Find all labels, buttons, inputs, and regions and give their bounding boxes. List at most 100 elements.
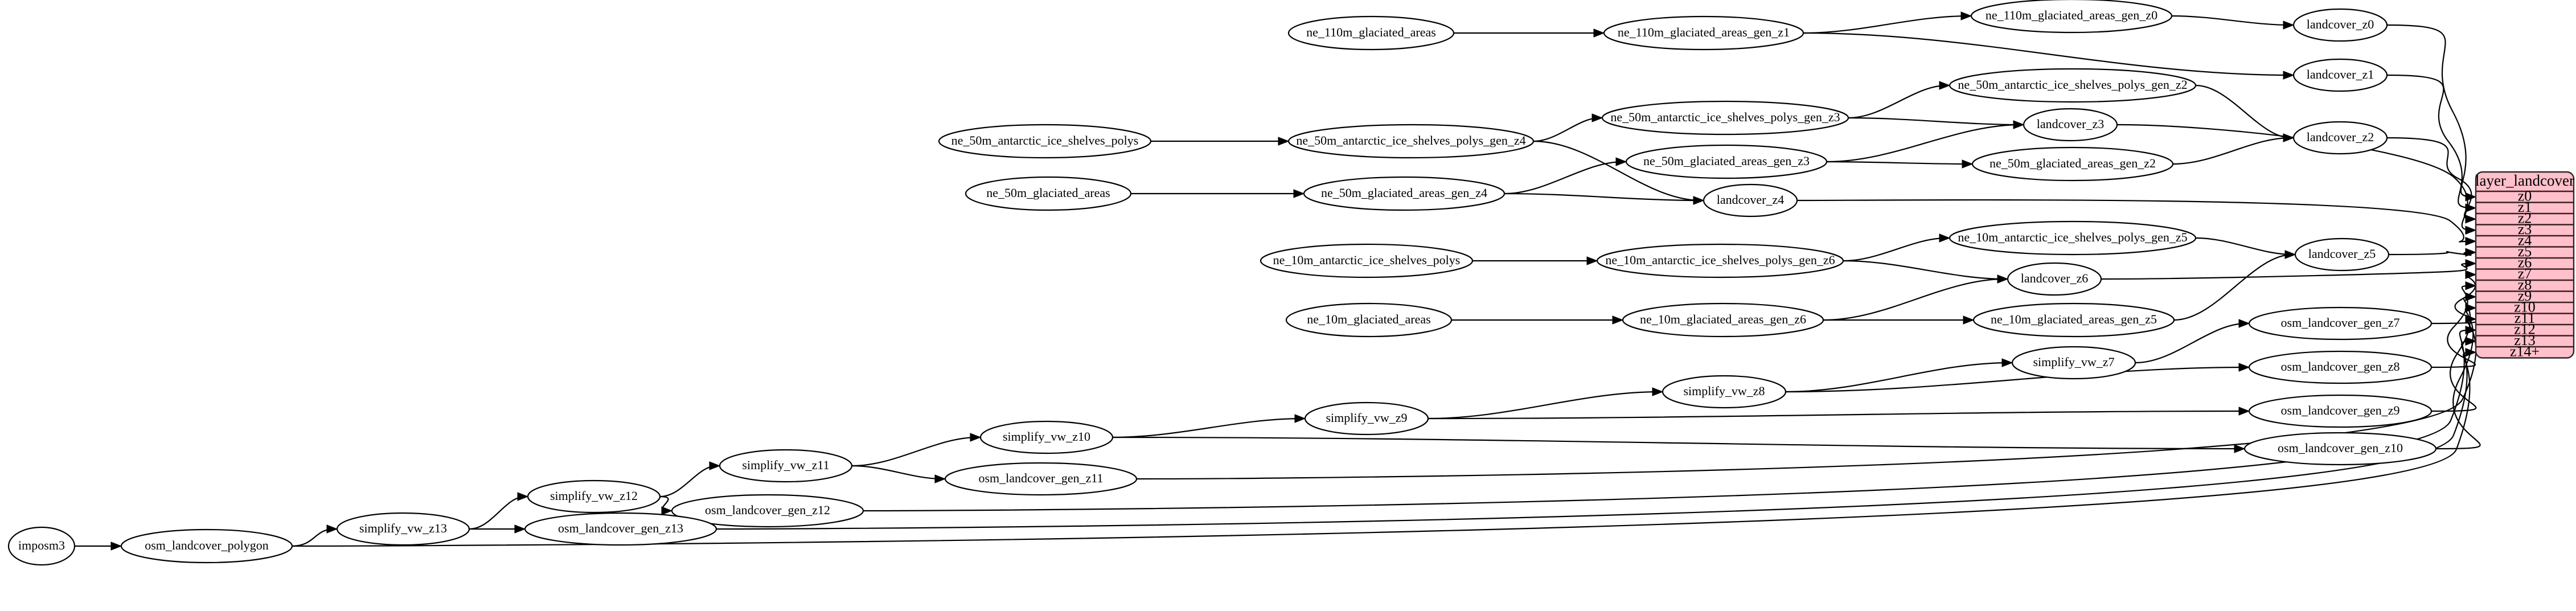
edge-arrowhead: [709, 461, 721, 470]
node-osm_landcover_gen_z12[interactable]: osm_landcover_gen_z12: [671, 494, 864, 528]
zoom-table-row-z13[interactable]: z13: [2514, 332, 2536, 348]
zoom-table-row-z11[interactable]: z11: [2515, 310, 2536, 326]
edge-line: [1803, 32, 2291, 76]
node-ne_10m_antarctic_ice_shelves_polys[interactable]: ne_10m_antarctic_ice_shelves_polys: [1260, 243, 1474, 278]
edge-line: [2195, 84, 2291, 139]
node-ne_50m_antarctic_ice_shelves_polys_gen_z4[interactable]: ne_50m_antarctic_ice_shelves_polys_gen_z…: [1287, 124, 1535, 159]
node-ne_10m_antarctic_ice_shelves_polys_gen_z6[interactable]: ne_10m_antarctic_ice_shelves_polys_gen_z…: [1596, 243, 1844, 278]
node-shape: [938, 124, 1152, 159]
node-label: ne_50m_glaciated_areas_gen_z2: [1990, 156, 2156, 170]
node-ne_50m_glaciated_areas_gen_z4[interactable]: ne_50m_glaciated_areas_gen_z4: [1303, 176, 1506, 211]
node-ne_110m_glaciated_areas_gen_z1[interactable]: ne_110m_glaciated_areas_gen_z1: [1603, 15, 1804, 51]
zoom-table-row-z9[interactable]: z9: [2518, 288, 2532, 304]
zoom-table-row-z7[interactable]: z7: [2518, 265, 2532, 282]
node-landcover_z1[interactable]: landcover_z1: [2292, 58, 2388, 92]
node-simplify_vw_z7[interactable]: simplify_vw_z7: [2011, 346, 2136, 380]
zoom-table-row-z0[interactable]: z0: [2518, 188, 2532, 204]
edge-simplify_vw_z7--to--osm_landcover_gen_z7: [2135, 319, 2250, 364]
edge-ne_50m_glaciated_areas_gen_z3--to--ne_50m_glaciated_areas_gen_z2: [1826, 159, 1974, 169]
zoom-table-row-z5[interactable]: z5: [2518, 243, 2532, 260]
node-osm_landcover_polygon[interactable]: osm_landcover_polygon: [120, 528, 293, 564]
zoom-table-row-z14+[interactable]: z14+: [2510, 343, 2540, 360]
node-ne_50m_antarctic_ice_shelves_polys_gen_z2[interactable]: ne_50m_antarctic_ice_shelves_polys_gen_z…: [1949, 68, 2197, 103]
node-landcover_z4[interactable]: landcover_z4: [1703, 183, 1798, 218]
node-ne_10m_glaciated_areas_gen_z6[interactable]: ne_10m_glaciated_areas_gen_z6: [1622, 302, 1824, 338]
node-label: imposm3: [18, 538, 65, 552]
node-label: ne_110m_glaciated_areas_gen_z0: [1986, 8, 2157, 22]
node-simplify_vw_z10[interactable]: simplify_vw_z10: [979, 420, 1114, 454]
edge-line: [1843, 260, 2005, 280]
edge-arrowhead: [1963, 315, 1975, 325]
node-ne_110m_glaciated_areas_gen_z0[interactable]: ne_110m_glaciated_areas_gen_z0: [1970, 0, 2173, 34]
edge-ne_110m_glaciated_areas_gen_z0--to--landcover_z0: [2171, 15, 2295, 30]
node-osm_landcover_gen_z8[interactable]: osm_landcover_gen_z8: [2248, 350, 2433, 384]
node-label: simplify_vw_z8: [1684, 384, 1765, 398]
node-ne_110m_glaciated_areas[interactable]: ne_110m_glaciated_areas: [1287, 15, 1455, 51]
node-osm_landcover_gen_z7[interactable]: osm_landcover_gen_z7: [2248, 306, 2433, 341]
edge-line: [2431, 285, 2476, 368]
node-label: landcover_z4: [1717, 192, 1785, 207]
edge-arrowhead: [1997, 274, 2009, 284]
edge-line: [1533, 117, 1600, 142]
node-ne_10m_glaciated_areas[interactable]: ne_10m_glaciated_areas: [1285, 302, 1453, 338]
zoom-table-row-z10[interactable]: z10: [2514, 299, 2536, 315]
node-simplify_vw_z8[interactable]: simplify_vw_z8: [1662, 375, 1787, 409]
node-shape: [2243, 432, 2437, 466]
edge-line: [1785, 362, 2010, 393]
node-ne_50m_antarctic_ice_shelves_polys[interactable]: ne_50m_antarctic_ice_shelves_polys: [938, 124, 1152, 159]
node-ne_10m_glaciated_areas_gen_z5[interactable]: ne_10m_glaciated_areas_gen_z5: [1972, 302, 2175, 338]
node-simplify_vw_z13[interactable]: simplify_vw_z13: [336, 512, 470, 546]
node-osm_landcover_gen_z13[interactable]: osm_landcover_gen_z13: [524, 512, 717, 546]
edge-line: [2431, 274, 2478, 325]
node-shape: [965, 176, 1132, 211]
edge-ne_50m_glaciated_areas--to--ne_50m_glaciated_areas_gen_z4: [1131, 189, 1305, 198]
node-label: ne_50m_glaciated_areas_gen_z3: [1643, 154, 1810, 168]
node-shape: [1622, 302, 1824, 338]
node-ne_50m_glaciated_areas_gen_z2[interactable]: ne_50m_glaciated_areas_gen_z2: [1971, 146, 2174, 182]
node-landcover_z2[interactable]: landcover_z2: [2292, 121, 2388, 155]
node-shape: [527, 479, 661, 514]
node-ne_50m_antarctic_ice_shelves_polys_gen_z3[interactable]: ne_50m_antarctic_ice_shelves_polys_gen_z…: [1601, 100, 1849, 136]
node-simplify_vw_z11[interactable]: simplify_vw_z11: [719, 449, 853, 483]
edge-ne_50m_glaciated_areas_gen_z2--to--landcover_z2: [2172, 133, 2295, 165]
node-shape: [1971, 146, 2174, 182]
edge-simplify_vw_z11--to--osm_landcover_gen_z11: [851, 465, 946, 483]
zoom-table-row-z3[interactable]: z3: [2518, 221, 2532, 237]
node-ne_50m_glaciated_areas[interactable]: ne_50m_glaciated_areas: [965, 176, 1132, 211]
node-imposm3[interactable]: imposm3: [7, 526, 76, 566]
edge-arrowhead: [2465, 304, 2477, 313]
edge-simplify_vw_z13--to--simplify_vw_z12: [469, 492, 529, 530]
node-shape: [2023, 108, 2118, 142]
node-osm_landcover_gen_z9[interactable]: osm_landcover_gen_z9: [2248, 394, 2433, 428]
zoom-table-row-z2[interactable]: z2: [2518, 210, 2532, 227]
zoom-table-row-z1[interactable]: z1: [2518, 199, 2532, 215]
edge-simplify_vw_z8--to--simplify_vw_z7: [1785, 358, 2013, 393]
edge-simplify_vw_z10--to--simplify_vw_z9: [1112, 414, 1306, 438]
node-shape: [671, 494, 864, 528]
edge-arrowhead: [517, 492, 529, 501]
node-osm_landcover_gen_z11[interactable]: osm_landcover_gen_z11: [944, 462, 1138, 496]
node-landcover_z3[interactable]: landcover_z3: [2023, 108, 2118, 142]
edge-line: [716, 341, 2474, 530]
zoom-table-row-z6[interactable]: z6: [2518, 255, 2532, 271]
edge-landcover_z6--to--layer_landcover.z6: [2101, 259, 2477, 280]
node-landcover_z0[interactable]: landcover_z0: [2292, 8, 2388, 42]
node-landcover_z6[interactable]: landcover_z6: [2007, 262, 2102, 296]
node-label: landcover_z3: [2037, 117, 2105, 131]
zoom-table-row-z4[interactable]: z4: [2518, 232, 2532, 249]
node-ne_10m_antarctic_ice_shelves_polys_gen_z5[interactable]: ne_10m_antarctic_ice_shelves_polys_gen_z…: [1949, 220, 2197, 256]
node-simplify_vw_z9[interactable]: simplify_vw_z9: [1304, 401, 1429, 436]
node-shape: [1703, 183, 1798, 218]
node-osm_landcover_gen_z10[interactable]: osm_landcover_gen_z10: [2243, 432, 2437, 466]
edge-arrowhead: [661, 506, 673, 515]
zoom-table-row-z12[interactable]: z12: [2514, 321, 2536, 338]
node-simplify_vw_z12[interactable]: simplify_vw_z12: [527, 479, 661, 514]
edge-line: [851, 465, 943, 480]
node-ne_50m_glaciated_areas_gen_z3[interactable]: ne_50m_glaciated_areas_gen_z3: [1625, 144, 1828, 179]
edge-line: [2173, 253, 2293, 321]
edge-osm_landcover_gen_z13--to--layer_landcover.z13: [716, 337, 2477, 530]
zoom-table-row-z8[interactable]: z8: [2518, 277, 2532, 293]
edge-arrowhead: [2283, 133, 2295, 142]
node-landcover_z5[interactable]: landcover_z5: [2294, 237, 2390, 272]
edge-ne_50m_antarctic_ice_shelves_polys_gen_z3--to--landcover_z3: [1848, 117, 2025, 129]
